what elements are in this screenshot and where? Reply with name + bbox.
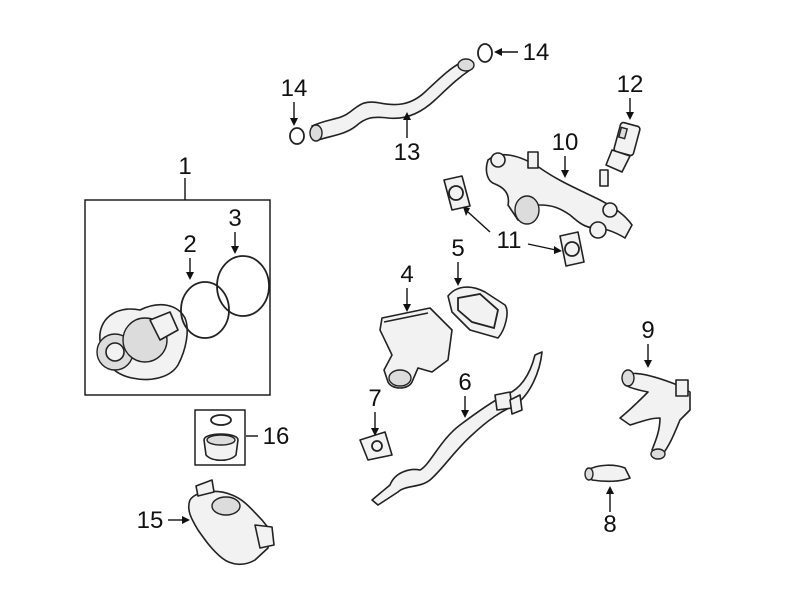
water-outlet-4[interactable] (379, 307, 453, 389)
callout-14-left: 14 (281, 75, 308, 102)
o-ring-14-right[interactable] (477, 43, 493, 63)
callout-2: 2 (183, 231, 196, 258)
callout-3: 3 (228, 205, 241, 232)
callout-14-right: 14 (523, 39, 550, 66)
o-ring-14-left[interactable] (289, 127, 305, 145)
water-pump-assembly-box (84, 199, 271, 396)
callout-10: 10 (552, 129, 579, 156)
coolant-flange-10[interactable] (485, 151, 633, 239)
water-pump[interactable] (96, 303, 188, 381)
callout-7: 7 (368, 385, 381, 412)
callout-15: 15 (137, 507, 164, 534)
bypass-tube-6[interactable] (371, 351, 543, 506)
gasket-ring-3[interactable] (216, 255, 270, 317)
callout-8: 8 (603, 511, 616, 538)
thermostat-box (194, 409, 246, 466)
callout-13: 13 (394, 139, 421, 166)
gasket-7[interactable] (359, 431, 393, 461)
coolant-pipe-13[interactable] (309, 58, 475, 142)
gasket-11-right[interactable] (559, 231, 585, 267)
callout-12: 12 (617, 71, 644, 98)
gasket-11-left[interactable] (443, 175, 471, 211)
temperature-sensor-12[interactable] (605, 121, 641, 173)
callout-11: 11 (497, 227, 522, 254)
thermostat-16[interactable] (203, 414, 239, 462)
coolant-pipe-9[interactable] (619, 369, 691, 460)
callout-6: 6 (458, 369, 471, 396)
thermostat-housing-15[interactable] (187, 479, 275, 566)
gasket-ring-2[interactable] (180, 281, 230, 339)
gasket-5[interactable] (447, 286, 508, 339)
callout-5: 5 (451, 235, 464, 262)
callout-1: 1 (178, 153, 191, 180)
hose-8[interactable] (584, 464, 631, 483)
callout-4: 4 (400, 261, 413, 288)
callout-16: 16 (263, 423, 290, 450)
callout-9: 9 (641, 317, 654, 344)
